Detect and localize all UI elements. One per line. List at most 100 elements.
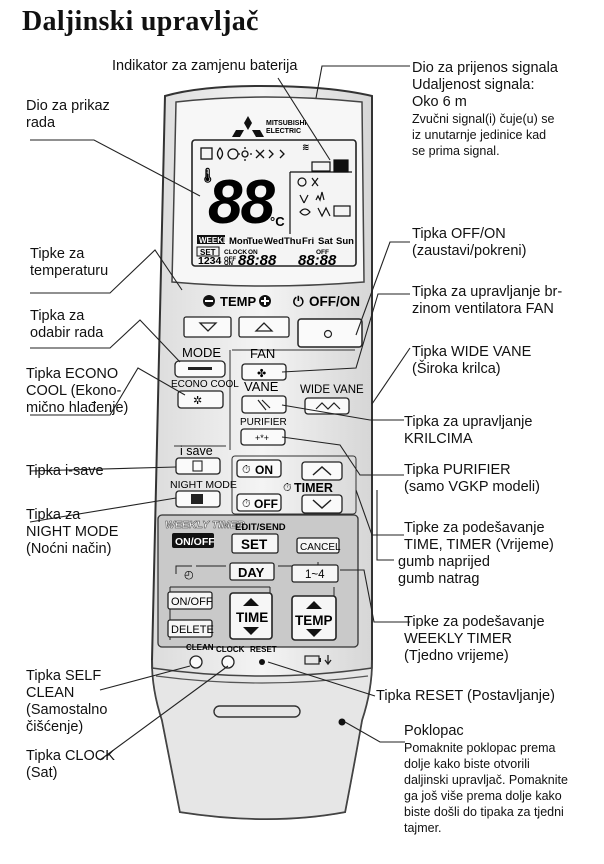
purifier-button[interactable]: +*+ bbox=[240, 428, 286, 446]
day-button[interactable] bbox=[229, 562, 275, 581]
callout-cover: Poklopac Pomaknite poklopac prema dolje … bbox=[404, 723, 568, 835]
svg-text:TIME: TIME bbox=[236, 610, 268, 625]
svg-text:ON/OFF: ON/OFF bbox=[175, 536, 215, 548]
callout-night-mode-button: Tipka za NIGHT MODE (Noćni način) bbox=[26, 507, 119, 557]
svg-text:≋: ≋ bbox=[302, 142, 310, 152]
svg-text:TEMP: TEMP bbox=[295, 613, 333, 628]
callout-display: Dio za prikaz rada bbox=[26, 98, 110, 131]
weekly-onoff-button[interactable] bbox=[172, 533, 214, 548]
svg-text:DELETE: DELETE bbox=[171, 624, 214, 636]
svg-text:WEEKLY: WEEKLY bbox=[199, 236, 233, 245]
svg-text:EDIT/SEND: EDIT/SEND bbox=[235, 522, 286, 533]
lcd-display: 🌡 88 °C ≋ WEEKLY Mon Tue Wed Thu Fri bbox=[191, 139, 357, 269]
callout-reset-button: Tipka RESET (Postavljanje) bbox=[376, 688, 555, 704]
callout-signal-transmitter: Dio za prijenos signala Udaljenost signa… bbox=[412, 60, 558, 158]
svg-text:Sat: Sat bbox=[318, 236, 334, 247]
weekly-timer-panel: WEEKLY TIMER ON/OFF EDIT/SEND SET CANCEL… bbox=[157, 514, 359, 648]
callout-purifier-button: Tipka PURIFIER (samo VGKP modeli) bbox=[404, 462, 540, 495]
reset-button[interactable] bbox=[259, 659, 265, 665]
temp-up-button[interactable] bbox=[238, 316, 290, 338]
program-range-button[interactable] bbox=[291, 564, 339, 583]
wide-vane-button[interactable] bbox=[304, 397, 350, 415]
callout-fan-button: Tipka za upravljanje br- zinom ventilato… bbox=[412, 284, 563, 317]
svg-text:DAY: DAY bbox=[238, 565, 265, 580]
svg-text:ON: ON bbox=[255, 463, 273, 477]
svg-text:◴: ◴ bbox=[184, 569, 194, 581]
delete-button[interactable] bbox=[167, 619, 213, 638]
svg-text:OFF: OFF bbox=[316, 249, 329, 256]
svg-text:VANE: VANE bbox=[244, 379, 279, 394]
svg-text:°C: °C bbox=[270, 214, 285, 229]
svg-text:Mon: Mon bbox=[229, 236, 249, 247]
svg-text:⏻: ⏻ bbox=[293, 294, 304, 309]
callout-offon-button: Tipka OFF/ON (zaustavi/pokreni) bbox=[412, 226, 527, 259]
callout-i-save-button: Tipka i-save bbox=[26, 463, 104, 479]
weekly-onoff-button-2[interactable] bbox=[167, 591, 213, 610]
cover-dot bbox=[338, 718, 346, 726]
svg-text:RESET: RESET bbox=[250, 645, 277, 654]
svg-text:ON: ON bbox=[224, 261, 233, 267]
svg-text:88:88: 88:88 bbox=[298, 252, 337, 269]
svg-text:ON/OFF: ON/OFF bbox=[171, 596, 213, 608]
clock-button[interactable] bbox=[221, 655, 235, 669]
svg-text:TIMER: TIMER bbox=[294, 481, 333, 495]
vane-button[interactable] bbox=[241, 395, 287, 414]
svg-text:88: 88 bbox=[208, 168, 275, 237]
svg-text:OFF: OFF bbox=[224, 257, 236, 263]
svg-text:1234: 1234 bbox=[198, 255, 222, 267]
fan-button[interactable]: ✤ bbox=[241, 363, 287, 381]
timer-off-button[interactable]: ⏱ OFF bbox=[236, 493, 282, 512]
svg-text:+*+: +*+ bbox=[255, 433, 269, 443]
callout-temperature-buttons: Tipke za temperaturu bbox=[30, 246, 109, 279]
svg-text:CLEAN: CLEAN bbox=[186, 643, 214, 652]
svg-text:CLOCK: CLOCK bbox=[224, 249, 247, 256]
svg-text:⏱: ⏱ bbox=[283, 482, 292, 494]
svg-text:Tue: Tue bbox=[247, 236, 263, 247]
clean-button[interactable] bbox=[189, 655, 203, 669]
callout-econo-cool-button: Tipka ECONO COOL (Ekono- mično hlađenje) bbox=[26, 366, 129, 416]
svg-text:NIGHT MODE: NIGHT MODE bbox=[170, 479, 237, 491]
cancel-button[interactable] bbox=[296, 537, 340, 554]
callout-clock-button: Tipka CLOCK (Sat) bbox=[26, 748, 115, 781]
svg-text:Thu: Thu bbox=[284, 236, 302, 247]
svg-text:Fri: Fri bbox=[302, 236, 314, 247]
svg-text:Wed: Wed bbox=[264, 236, 284, 247]
svg-text:ELECTRIC: ELECTRIC bbox=[266, 128, 301, 135]
i-save-button[interactable] bbox=[175, 457, 221, 475]
timer-down-button[interactable] bbox=[301, 494, 343, 514]
svg-text:🌡: 🌡 bbox=[199, 167, 217, 183]
svg-text:SET: SET bbox=[241, 537, 268, 552]
svg-text:ON: ON bbox=[248, 249, 258, 256]
callout-mode-button: Tipka za odabir rada bbox=[30, 308, 104, 341]
callout-self-clean-button: Tipka SELF CLEAN (Samostalno čišćenje) bbox=[26, 668, 108, 735]
svg-text:1~4: 1~4 bbox=[305, 569, 325, 581]
svg-text:Sun: Sun bbox=[336, 236, 354, 247]
lcd-status-icons bbox=[289, 159, 352, 234]
remote-cover bbox=[151, 659, 373, 820]
callout-vane-button: Tipka za upravljanje KRILCIMA bbox=[404, 414, 533, 447]
svg-text:✲: ✲ bbox=[193, 395, 202, 407]
svg-text:CLOCK: CLOCK bbox=[216, 645, 245, 654]
callout-weekly-timer-buttons: Tipke za podešavanje WEEKLY TIMER (Tjedn… bbox=[404, 614, 545, 664]
svg-text:OFF: OFF bbox=[254, 497, 278, 511]
svg-text:✤: ✤ bbox=[257, 368, 266, 380]
svg-text:i save: i save bbox=[180, 444, 213, 458]
temp-down-button[interactable] bbox=[183, 316, 232, 338]
svg-text:TEMP: TEMP bbox=[220, 294, 256, 309]
svg-text:MITSUBISHI: MITSUBISHI bbox=[266, 120, 307, 127]
callout-time-timer-buttons: Tipke za podešavanje TIME, TIMER (Vrijem… bbox=[404, 520, 554, 553]
svg-text:PURIFIER: PURIFIER bbox=[240, 417, 287, 428]
timer-up-button[interactable] bbox=[301, 461, 343, 481]
svg-text:ECONO COOL: ECONO COOL bbox=[171, 379, 239, 390]
set-button[interactable] bbox=[231, 533, 279, 554]
svg-text:88:88: 88:88 bbox=[238, 252, 277, 269]
time-button[interactable] bbox=[229, 592, 273, 640]
off-on-button[interactable] bbox=[297, 318, 363, 348]
econo-cool-button[interactable]: ✲ bbox=[177, 390, 224, 409]
callout-battery-indicator: Indikator za zamjenu baterija bbox=[112, 58, 298, 74]
svg-text:SET: SET bbox=[200, 248, 216, 257]
timer-on-button[interactable]: ⏱ ON bbox=[236, 459, 282, 478]
night-mode-button[interactable] bbox=[175, 490, 221, 508]
weekly-temp-button[interactable] bbox=[291, 595, 337, 641]
svg-text:FAN: FAN bbox=[250, 346, 275, 361]
